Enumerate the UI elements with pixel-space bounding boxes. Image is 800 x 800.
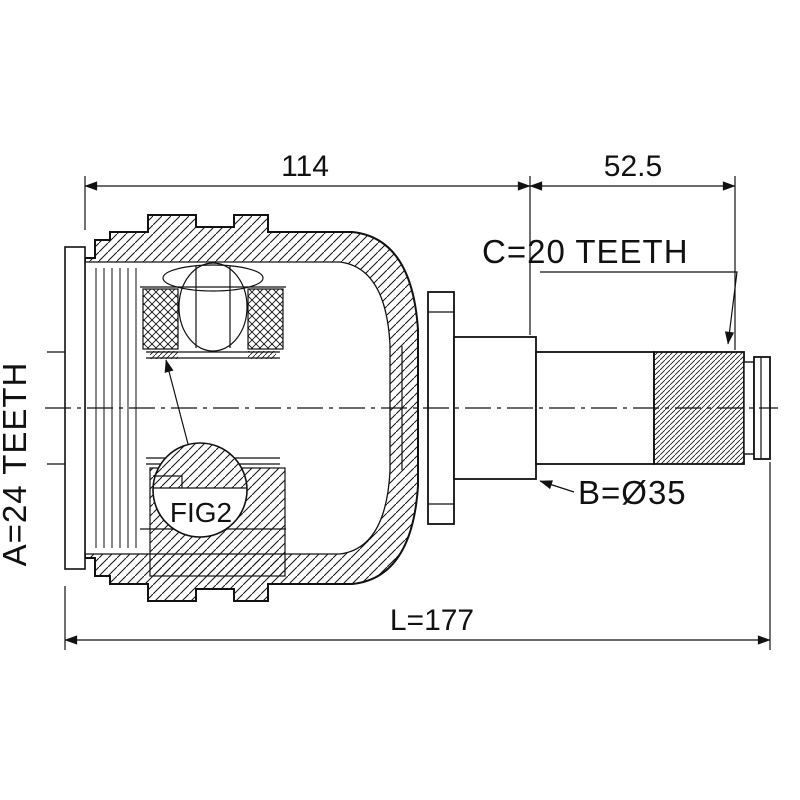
overall-length-dimension: L=177 — [64, 462, 771, 650]
spline-c-label: C=20 TEETH — [482, 233, 689, 270]
spline-c-leader — [540, 271, 738, 345]
bearing-opening-arc — [162, 264, 264, 292]
spline-a-label: A=24 TEETH — [0, 362, 33, 567]
dimension-l177-label: L=177 — [390, 604, 474, 637]
bearing-detail-top — [140, 262, 286, 359]
diameter-b-callout: B=Ø35 — [539, 474, 687, 511]
spline-c-callout: C=20 TEETH — [482, 233, 738, 345]
fig2-label: FIG2 — [170, 497, 232, 528]
bearing-block-left — [142, 288, 179, 350]
roller-ellipse — [178, 262, 248, 352]
diameter-b-leader — [539, 480, 575, 493]
snap-ring-hatch — [248, 351, 276, 359]
bearing-block-right — [247, 288, 284, 350]
top-dimensions: 114 52.5 — [84, 150, 736, 350]
diameter-b-label: B=Ø35 — [578, 474, 687, 511]
fig2-step-line — [153, 475, 183, 488]
dimension-52-5-label: 52.5 — [604, 150, 662, 183]
snap-ring-hatch — [150, 351, 178, 359]
fig2-leader-line — [164, 359, 189, 445]
dimension-114-label: 114 — [281, 150, 329, 183]
